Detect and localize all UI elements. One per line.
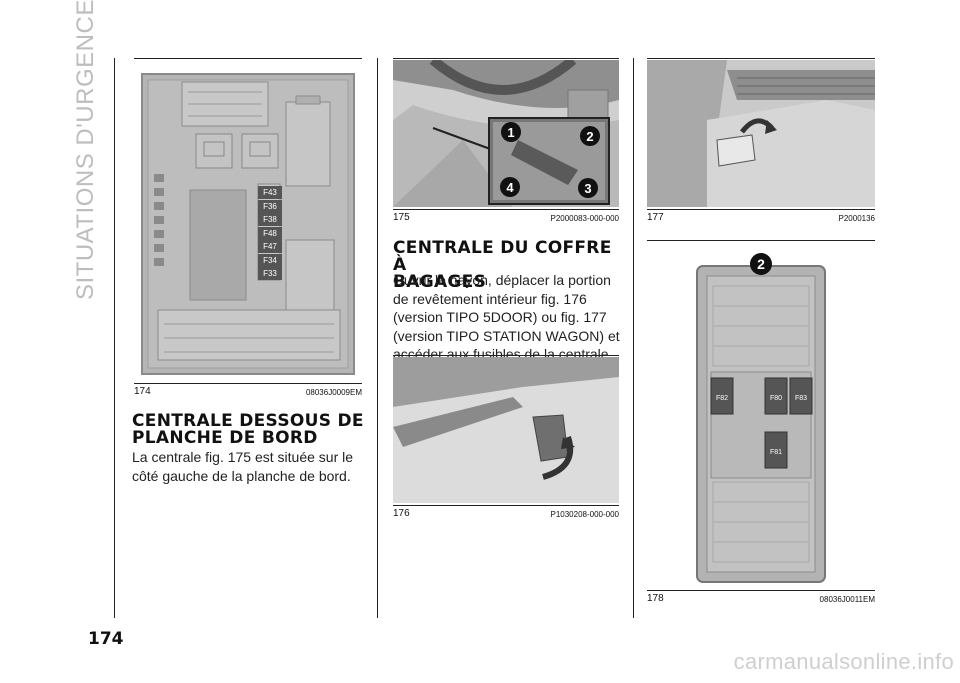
figure-top-rule [647, 240, 875, 241]
fuse-label: F38 [258, 213, 282, 226]
fuse-label: F43 [258, 186, 282, 199]
fuse-label: F47 [258, 240, 282, 253]
caption-rule [393, 209, 619, 210]
figure-number: 175 [393, 212, 410, 223]
caption-rule [647, 590, 875, 591]
figure-code: P1030208-000-000 [550, 510, 619, 519]
figure-number: 174 [134, 386, 151, 397]
column-divider-2 [633, 58, 634, 618]
section-heading: CENTRALE DU COFFRE À BAGAGES [393, 238, 612, 292]
watermark: carmanualsonline.info [733, 649, 954, 674]
figure-code: P2000083-000-000 [550, 214, 619, 223]
figure-code: 08036J0011EM [819, 595, 875, 604]
figure-178-image: F82 F80 F83 F81 2 [647, 242, 875, 587]
figure-175-image: 1 2 3 4 [393, 60, 619, 207]
callout-4: 4 [506, 180, 514, 195]
section-heading: CENTRALE DESSOUS DE PLANCHE DE BORD [132, 411, 364, 448]
figure-code: P2000136 [838, 214, 875, 223]
figure-top-rule [393, 355, 619, 356]
fuse-label: F48 [258, 226, 282, 240]
callout-3: 3 [584, 181, 591, 196]
figure-number: 178 [647, 593, 664, 604]
fuse-label: F33 [258, 267, 282, 280]
figure-code: 08036J0009EM [305, 388, 362, 397]
callout-1: 1 [507, 125, 514, 140]
figure-top-rule [134, 58, 362, 59]
figure-174-image: F43 F36 F38 F48 F47 F34 F33 [134, 62, 362, 380]
caption-rule [393, 505, 619, 506]
section-title: SITUATIONS D'URGENCE [72, 0, 99, 300]
caption-rule [647, 209, 875, 210]
figure-number: 176 [393, 508, 410, 519]
page-number: 174 [88, 629, 124, 649]
side-rule [114, 58, 115, 618]
figure-top-rule [647, 58, 875, 59]
fuse-label: F82 [716, 395, 728, 402]
figure-number: 177 [647, 212, 664, 223]
callout-2: 2 [757, 256, 765, 272]
figure-top-rule [393, 58, 619, 59]
fuse-label: F36 [258, 199, 282, 213]
callout-2: 2 [586, 129, 593, 144]
column-divider-1 [377, 58, 378, 618]
fuse-label: F80 [770, 395, 782, 402]
figure-176-image [393, 357, 619, 503]
figure-177-image [647, 60, 875, 207]
caption-rule [134, 383, 362, 384]
body-paragraph: La centrale fig. 175 est située sur le c… [132, 449, 354, 484]
fuse-label: F81 [770, 449, 782, 456]
fuse-label: F83 [795, 395, 807, 402]
fuse-label: F34 [258, 253, 282, 267]
